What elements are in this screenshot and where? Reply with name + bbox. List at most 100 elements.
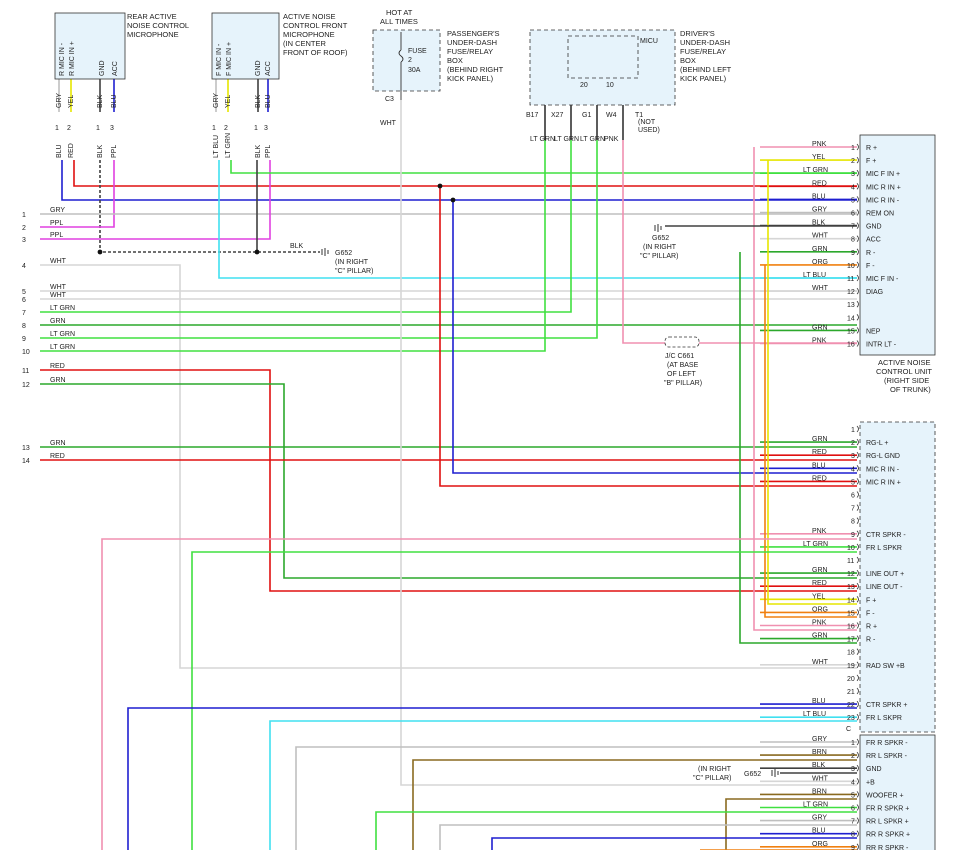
pin-number: 9	[851, 532, 855, 539]
front-mic-pin: F MIC IN +	[226, 42, 233, 76]
pin-number: 6	[851, 493, 855, 500]
pin-function: FR L SPKR	[866, 545, 902, 552]
anc-unit-box	[859, 134, 936, 356]
wire-color-label: WHT	[812, 659, 829, 666]
pin-function: MIC F IN +	[866, 171, 900, 178]
wire	[295, 746, 857, 850]
mic-pin-number: 1	[254, 125, 258, 132]
pin-number: 11	[847, 276, 854, 283]
pin-number: 10	[847, 545, 855, 552]
pin-number: 3	[851, 453, 855, 460]
pin-number: 7	[851, 506, 855, 513]
wire-color-label: LT GRN	[803, 802, 828, 809]
mic-wire-lower: BLU	[56, 144, 63, 158]
connector-c-box	[859, 734, 936, 850]
front-mic-title: CONTROL FRONT	[283, 21, 348, 30]
rear-mic-title: MICROPHONE	[127, 30, 179, 39]
mic-pin-number: 3	[264, 125, 268, 132]
pin-function: R +	[866, 145, 877, 152]
pin-number: 12	[847, 289, 855, 296]
pin-terminal	[856, 143, 859, 151]
pin-number: 2	[851, 440, 855, 447]
front-mic-title: ACTIVE NOISE	[283, 12, 336, 21]
micu-label: MICU	[640, 38, 658, 45]
wire-color-label: WHT	[812, 233, 829, 240]
left-wire-color: LT GRN	[50, 305, 75, 312]
pin-number: 8	[851, 237, 855, 244]
pin-function: NEP	[866, 328, 881, 335]
left-wire-number: 1	[22, 212, 26, 219]
hot-at-label: ALL TIMES	[380, 17, 418, 26]
connector-label: C3	[385, 96, 394, 103]
mic-wire-upper: BLK	[255, 94, 262, 108]
pin-number: 20	[847, 676, 855, 683]
pin-number: 22	[847, 702, 855, 709]
wire	[40, 140, 598, 339]
pin-terminal	[856, 791, 859, 798]
pin-function: GND	[866, 224, 882, 231]
left-wire-number: 3	[22, 237, 26, 244]
pin-number: 8	[851, 519, 855, 526]
wire-color-label: BLU	[812, 462, 826, 469]
pin-function: F +	[866, 158, 876, 165]
passenger-fuse-box: HOT AT ALL TIMES FUSE 2 30A C3 WHT PASSE…	[372, 8, 504, 127]
pin-function: GND	[866, 766, 882, 773]
wire-color-label: RED	[812, 449, 827, 456]
pin-number: 23	[847, 715, 855, 722]
wire	[40, 140, 572, 313]
wire-color-label: GRY	[812, 815, 827, 822]
wire	[218, 160, 857, 279]
left-wire-number: 7	[22, 310, 26, 317]
pin-function: RR R SPKR -	[866, 845, 909, 850]
pin-terminal	[856, 817, 859, 824]
pin-number: 5	[851, 479, 855, 486]
left-wire-color: RED	[50, 363, 65, 370]
anc-unit-title: OF TRUNK)	[890, 385, 931, 394]
anc-unit-title: CONTROL UNIT	[876, 367, 932, 376]
micu-outline	[567, 35, 639, 79]
front-mic-title: FRONT OF ROOF)	[283, 48, 348, 57]
wire-color-label: BLU	[812, 193, 826, 200]
mic-wire-lower: PPL	[265, 145, 272, 158]
ground-g652-mid: G652 (IN RIGHT "C" PILLAR)	[640, 224, 678, 260]
wire	[40, 264, 857, 669]
pin-number: 6	[851, 211, 855, 218]
wire-color-label: BLU	[812, 828, 826, 835]
driver-fuse-box: MICU 20 10 DRIVER'S UNDER-DASH FUSE/RELA…	[526, 29, 732, 143]
pin-function: LINE OUT +	[866, 571, 904, 578]
pin-function: MIC R IN -	[866, 197, 900, 204]
front-mic-pin: GND	[255, 60, 262, 76]
pin-number: 11	[847, 558, 854, 565]
pin-number: 15	[847, 328, 855, 335]
ground-name: G652	[335, 250, 352, 257]
wire-color-label: RED	[812, 475, 827, 482]
pin-function: R -	[866, 637, 876, 644]
wire	[230, 160, 857, 174]
pin-number: 10	[847, 263, 855, 270]
pin-function: INTR LT -	[866, 342, 897, 349]
driver-terminal: G1	[582, 112, 591, 119]
wire	[753, 147, 857, 631]
pin-function: R +	[866, 624, 877, 631]
left-wire-color: GRN	[50, 440, 66, 447]
driver-box-title: BOX	[680, 56, 696, 65]
connector-b-box	[859, 421, 936, 733]
pin-function: ACC	[866, 237, 881, 244]
wire-color-label: BLU	[812, 698, 826, 705]
splice-dot	[437, 183, 443, 189]
pin-function: FR L SKPR	[866, 715, 902, 722]
mic-wire-lower: RED	[68, 143, 75, 158]
wire-color-label: BLK	[812, 220, 826, 227]
wire-color-label: BLK	[812, 762, 826, 769]
splice-dot	[450, 197, 456, 203]
wire	[40, 160, 115, 228]
pin-function: MIC R IN -	[866, 466, 900, 473]
pin-number: 6	[851, 806, 855, 813]
pin-function: REM ON	[866, 211, 894, 218]
pin-number: 9	[851, 845, 855, 850]
mic-pin-number: 1	[212, 125, 216, 132]
mic-wire-lower: PPL	[111, 145, 118, 158]
front-mic-title: (IN CENTER	[283, 39, 327, 48]
wire	[40, 369, 857, 592]
pin-terminal	[856, 183, 859, 190]
